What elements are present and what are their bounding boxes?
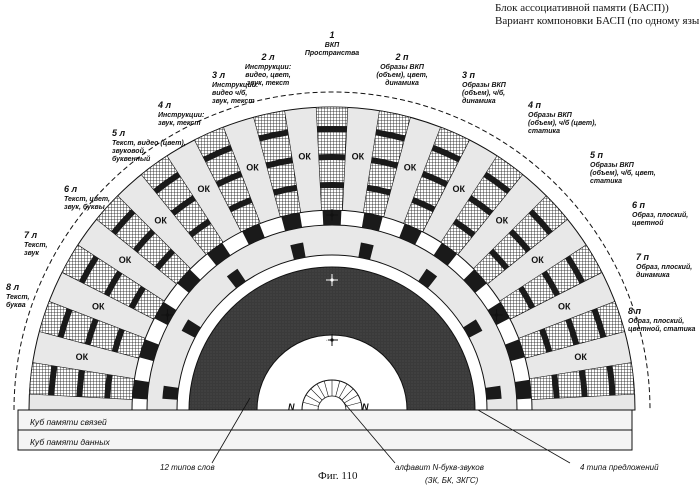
right-label-line: Образы ВКП [528, 111, 573, 119]
left-label-line: Инструкции: [212, 82, 258, 89]
ok-cell-label: ОК [404, 162, 417, 172]
left-label-line: Инструкции: [245, 64, 291, 71]
left-label-line: видео ч/б, [212, 89, 247, 97]
right-label-line: Образы ВКП [590, 161, 635, 169]
compass-hub [166, 313, 169, 316]
compass-hub [330, 278, 333, 281]
right-label-num: 4 п [527, 100, 542, 110]
ok-cell-label: ОК [496, 215, 509, 225]
right-label-line: (объем), цвет, [376, 71, 427, 79]
left-label-line: буквенный [112, 155, 151, 163]
left-label-num: 4 л [157, 100, 172, 110]
ok-cell-label: ОК [531, 255, 544, 265]
left-label-num: 8 л [6, 282, 20, 292]
right-label-line: динамика [636, 271, 670, 279]
right-label-line: (объем), ч/б (цвет), [528, 119, 596, 127]
legend-alphabet-sub: (ЗК, БК, ЗКГС) [425, 476, 479, 485]
ok-cell-label: ОК [198, 184, 211, 194]
mark-twelve-right: 12 [384, 401, 394, 411]
ok-cell-label: ОК [453, 184, 466, 194]
ok-cell-label: ОК [298, 151, 311, 161]
ok-cell-label: ОК [558, 301, 571, 311]
ok-cell-label: ОК [92, 301, 105, 311]
spoke-block [317, 126, 347, 132]
right-label-line: Образы ВКП [462, 81, 507, 89]
ok-cell-label: ОК [246, 162, 259, 172]
right-label-line: статика [590, 178, 622, 185]
left-label-line: звук, текст [212, 98, 255, 105]
gap-block [515, 380, 532, 400]
center-label-line: Пространства [305, 50, 359, 57]
right-label-line: Образ, плоский, [628, 317, 684, 325]
gap-block [132, 380, 149, 400]
right-label-num: 7 п [636, 252, 650, 262]
left-label-line: буква [6, 301, 26, 309]
legend-sentences: 4 типа предложений [580, 463, 659, 472]
left-label-num: 3 л [212, 70, 226, 80]
left-label-line: видео, цвет, [245, 71, 291, 79]
center-label-line: ВКП [325, 42, 340, 49]
left-label-line: звук, текст [158, 120, 201, 127]
right-label-num: 2 п [394, 52, 409, 62]
left-label-line: Текст, цвет, [64, 196, 110, 203]
spoke-block [319, 154, 346, 160]
right-label-line: Образ, плоский, [636, 263, 692, 271]
cube-data-label: Куб памяти данных [30, 437, 110, 447]
mark-n-right: N [362, 402, 369, 412]
right-label-line: динамика [462, 97, 496, 105]
right-label-num: 5 п [590, 150, 604, 160]
left-label-line: Текст, [6, 294, 29, 301]
ok-cell-label: ОК [574, 352, 587, 362]
right-label-line: (объем), ч/б, [462, 89, 505, 97]
left-label-line: звук, буквы [64, 203, 105, 211]
right-label-line: Образы ВКП [380, 63, 425, 71]
mark-one: 1 [324, 337, 329, 347]
middle-block [162, 386, 178, 400]
figure-caption: Фиг. 110 [318, 470, 357, 482]
left-label-num: 5 л [112, 128, 126, 138]
mark-twelve-left: 12 [258, 401, 268, 411]
legend-alphabet: алфавит N-букв-звуков [395, 463, 484, 472]
right-label-num: 8 п [628, 306, 642, 316]
mark-n-left: N [288, 402, 295, 412]
cube-links-label: Куб памяти связей [30, 417, 107, 427]
left-label-line: звуковой, [112, 147, 146, 155]
right-label-num: 6 п [632, 200, 646, 210]
right-label-line: (объем), ч/б, цвет, [590, 169, 656, 177]
right-label-line: цветной, статика [628, 325, 696, 333]
ok-cell-label: ОК [154, 215, 167, 225]
left-label-line: звук [24, 250, 39, 257]
left-label-line: Текст, [24, 242, 47, 249]
left-label-num: 7 л [24, 230, 38, 240]
spoke-block [320, 182, 344, 188]
right-label-num: 3 п [462, 70, 476, 80]
center-label-num: 1 [329, 30, 334, 40]
legend-words: 12 типов слов [160, 463, 215, 472]
compass-hub [330, 213, 333, 216]
left-label-line: Текст, видео (цвет), [112, 139, 186, 147]
middle-block [485, 386, 501, 400]
right-label-line: динамика [385, 79, 419, 87]
left-label-num: 2 л [260, 52, 275, 62]
compass-hub [495, 313, 498, 316]
ok-cell-label: ОК [76, 352, 89, 362]
ok-cell-label: ОК [119, 255, 132, 265]
compass-hub [330, 338, 333, 341]
right-label-line: Образ, плоский, [632, 211, 688, 219]
right-label-line: статика [528, 128, 560, 135]
right-label-line: цветной [632, 219, 664, 227]
ok-cell-label: ОК [352, 151, 365, 161]
left-label-num: 6 л [64, 184, 78, 194]
left-label-line: Инструкции: [158, 112, 204, 119]
